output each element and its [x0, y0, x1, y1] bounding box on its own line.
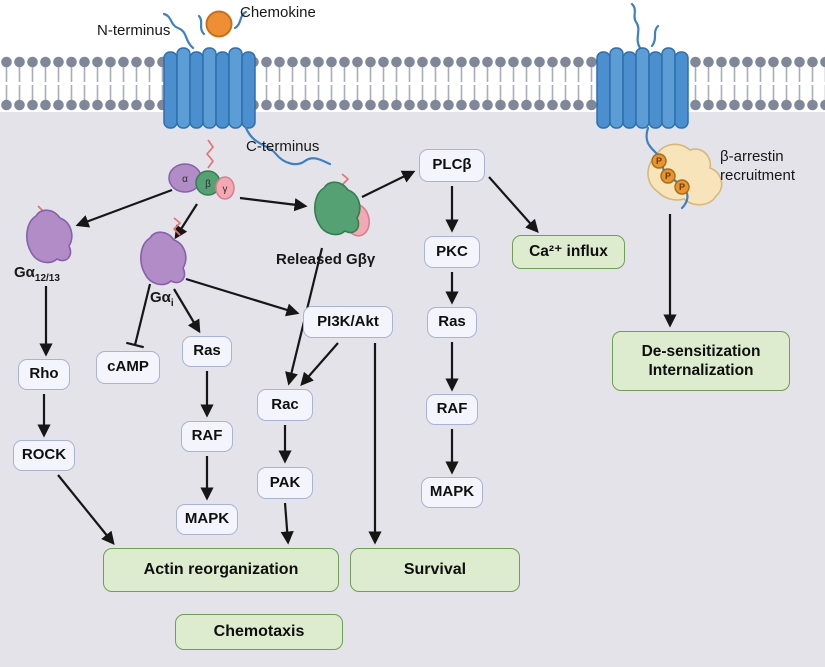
arrow-plcb-to-ca-influx	[488, 176, 539, 233]
outcome-ca-influx: Ca²⁺ influx	[512, 235, 625, 269]
node-plcb: PLCβ	[419, 149, 485, 182]
inhibition-arrow-gi-to-camp	[126, 283, 152, 349]
g-alpha-12-13-label: Gα12/13	[14, 264, 60, 284]
phospho-zigzag-receptor	[206, 139, 214, 169]
alpha-glyph: α	[182, 174, 188, 185]
outcome-actin-reorganization: Actin reorganization	[103, 548, 339, 592]
outcome-label: Ca²⁺ influx	[529, 243, 608, 261]
g-alpha-i-label: Gαi	[150, 289, 174, 309]
node-label: PKC	[436, 242, 468, 260]
outcome-label: Chemotaxis	[213, 623, 305, 640]
arrow-gprotein-to-gi	[174, 203, 198, 240]
phosphate-glyph: P	[679, 182, 685, 192]
desensitization-line: De-sensitization	[641, 342, 761, 360]
node-label: Ras	[193, 342, 221, 360]
c-terminus-tail	[244, 126, 332, 166]
node-label: cAMP	[107, 358, 149, 376]
g-protein-complex: α β γ	[168, 163, 235, 200]
node-label: PI3K/Akt	[317, 312, 379, 330]
g-gamma-subunit	[215, 176, 235, 200]
node-label: PAK	[269, 473, 301, 491]
n-terminus-label: N-terminus	[97, 22, 171, 39]
node-label: RAF	[436, 400, 468, 418]
chemokine-ligand	[205, 10, 233, 38]
node-rock: ROCK	[13, 440, 75, 471]
phosphate-glyph: P	[656, 156, 662, 166]
chemokine-receptor-left	[162, 10, 332, 169]
lipid-anchor-zigzag-gi	[173, 217, 181, 236]
node-mapk-mid: MAPK	[176, 504, 238, 535]
beta-arrestin-recruitment-label: β-arrestin recruitment	[720, 148, 796, 184]
outcome-survival: Survival	[350, 548, 520, 592]
receptor-loop-icon	[197, 14, 206, 36]
arrow-gi-to-pi3k	[185, 277, 300, 317]
node-label: PLCβ	[432, 156, 472, 174]
node-raf-right: RAF	[426, 394, 478, 425]
n-terminus-tail	[162, 12, 195, 50]
arrow-gprotein-to-gbg	[239, 196, 308, 212]
node-label: RAF	[191, 427, 223, 445]
arrow-pi3k-to-rac	[300, 342, 339, 386]
arrow-rock-to-actin	[57, 474, 115, 546]
node-label: Rac	[271, 395, 299, 413]
node-ras-mid: Ras	[182, 336, 232, 367]
arrow-gi-to-ras-mid	[173, 288, 201, 334]
node-pak: PAK	[257, 467, 313, 499]
arrow-gbg-to-plcb	[361, 170, 416, 198]
g-beta-subunit-released	[314, 181, 361, 236]
node-pi3k-akt: PI3K/Akt	[303, 306, 393, 338]
node-label: MAPK	[184, 510, 230, 528]
gamma-glyph: γ	[223, 184, 228, 195]
phosphate-icons: P P P	[651, 153, 690, 195]
phosphate-glyph: P	[665, 171, 671, 181]
node-pkc: PKC	[424, 236, 480, 268]
outcome-desensitization: De-sensitization Internalization	[612, 331, 790, 391]
outcome-label: Survival	[403, 561, 467, 578]
node-rho: Rho	[18, 359, 70, 390]
node-camp: cAMP	[96, 351, 160, 384]
released-gbg-label: Released Gβγ	[276, 251, 376, 268]
phosphate-icon	[674, 179, 690, 195]
receptor-loop-icon	[233, 10, 248, 30]
outcome-chemotaxis: Chemotaxis	[175, 614, 343, 650]
pathway-arrows	[37, 170, 677, 546]
g-alpha-i-protein	[140, 231, 187, 286]
node-label: Rho	[29, 365, 59, 383]
node-label: MAPK	[429, 483, 475, 501]
internalization-line: Internalization	[648, 362, 754, 379]
g-alpha-12-13-protein	[26, 209, 73, 264]
arrow-pak-to-actin	[280, 502, 294, 545]
outcome-label: Actin reorganization	[143, 561, 299, 578]
node-label: ROCK	[21, 446, 67, 464]
c-terminus-label: C-terminus	[246, 138, 320, 155]
node-label: Ras	[438, 313, 466, 331]
node-mapk-right: MAPK	[421, 477, 483, 508]
receptor-loop-icon	[650, 24, 660, 48]
chemokine-label: Chemokine	[240, 4, 316, 21]
node-ras-right: Ras	[427, 307, 477, 338]
phosphate-icon	[660, 168, 676, 184]
n-terminus-tail	[630, 2, 642, 50]
beta-glyph: β	[205, 179, 211, 190]
cell-membrane	[0, 55, 825, 112]
node-raf-mid: RAF	[181, 421, 233, 452]
arrow-gprotein-to-g12	[75, 188, 173, 228]
node-rac: Rac	[257, 389, 313, 421]
chemokine-receptor-right: P P P	[596, 2, 723, 210]
phosphate-icon	[651, 153, 667, 169]
